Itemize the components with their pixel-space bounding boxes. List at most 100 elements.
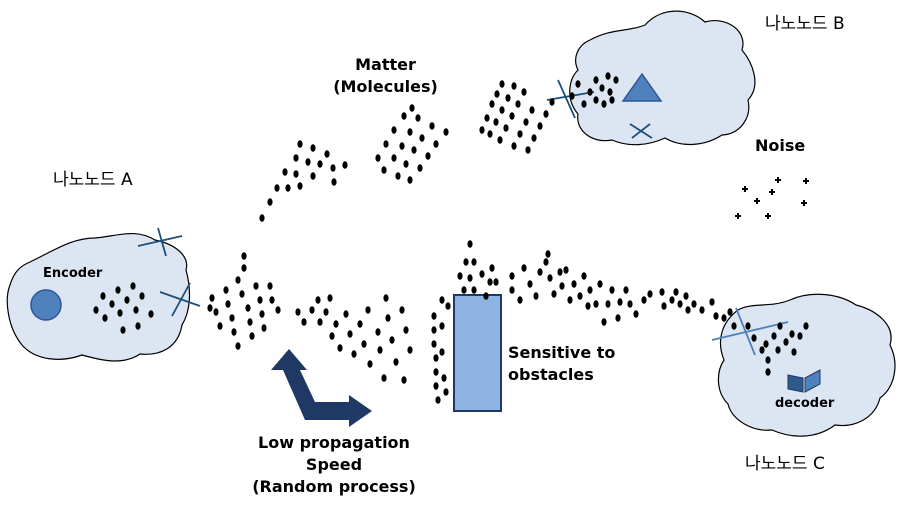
molecule-dot bbox=[487, 130, 493, 138]
molecule-dot bbox=[529, 106, 535, 114]
molecule-dot bbox=[499, 80, 505, 88]
molecule-dot bbox=[517, 130, 523, 138]
molecule-dot bbox=[407, 346, 413, 354]
molecule-dot bbox=[731, 322, 737, 330]
noise-particle bbox=[765, 213, 771, 219]
molecule-dot bbox=[577, 292, 583, 300]
molecule-dot bbox=[605, 72, 611, 80]
molecule-dot bbox=[441, 374, 447, 382]
molecule-dot bbox=[417, 164, 423, 172]
molecule-dot bbox=[479, 270, 485, 278]
matter-label: Matter (Molecules) bbox=[318, 54, 453, 98]
molecule-dot bbox=[461, 286, 467, 294]
molecule-dot bbox=[487, 278, 493, 286]
bent-arrow-icon bbox=[271, 349, 372, 427]
molecule-dot bbox=[249, 332, 255, 340]
molecule-dot bbox=[259, 214, 265, 222]
molecule-dot bbox=[431, 312, 437, 320]
triangle-icon bbox=[621, 72, 663, 102]
nanonode-a-cell bbox=[6, 232, 191, 362]
molecule-dot bbox=[135, 322, 141, 330]
molecule-dot bbox=[229, 314, 235, 322]
molecule-dot bbox=[293, 154, 299, 162]
molecule-dot bbox=[777, 322, 783, 330]
molecule-dot bbox=[789, 330, 795, 338]
molecule-dot bbox=[275, 306, 281, 314]
molecule-dot bbox=[547, 274, 553, 282]
molecule-dot bbox=[419, 134, 425, 142]
molecule-dot bbox=[531, 134, 537, 142]
molecule-dot bbox=[609, 286, 615, 294]
molecule-dot bbox=[399, 306, 405, 314]
molecule-dot bbox=[385, 314, 391, 322]
molecule-dot bbox=[669, 296, 675, 304]
molecule-dot bbox=[587, 286, 593, 294]
molecule-dot bbox=[383, 294, 389, 302]
molecule-dot bbox=[100, 292, 106, 300]
molecule-dot bbox=[471, 258, 477, 266]
molecule-dot bbox=[605, 300, 611, 308]
molecule-dot bbox=[803, 322, 809, 330]
nanonode-b-cell bbox=[569, 10, 756, 146]
molecule-dot bbox=[581, 100, 587, 108]
molecule-dot bbox=[361, 340, 367, 348]
molecule-dot bbox=[691, 300, 697, 308]
molecule-dot bbox=[375, 154, 381, 162]
molecule-dot bbox=[457, 272, 463, 280]
molecule-dot bbox=[323, 308, 329, 316]
molecule-dot bbox=[223, 286, 229, 294]
molecule-dot bbox=[411, 146, 417, 154]
molecule-dot bbox=[433, 140, 439, 148]
molecule-dot bbox=[297, 140, 303, 148]
molecule-dot bbox=[511, 82, 517, 90]
molecule-dot bbox=[593, 76, 599, 84]
molecule-cloud bbox=[93, 72, 809, 404]
molecule-dot bbox=[389, 336, 395, 344]
molecule-dot bbox=[613, 76, 619, 84]
molecule-dot bbox=[439, 348, 445, 356]
molecule-dot bbox=[494, 90, 500, 98]
molecule-dot bbox=[783, 338, 789, 346]
obstacle-block bbox=[453, 294, 502, 412]
noise-particles bbox=[735, 177, 809, 219]
molecule-dot bbox=[217, 322, 223, 330]
molecule-dot bbox=[231, 328, 237, 336]
molecule-dot bbox=[435, 396, 441, 404]
molecule-dot bbox=[647, 290, 653, 298]
molecule-dot bbox=[293, 170, 299, 178]
molecule-dot bbox=[433, 354, 439, 362]
molecule-dot bbox=[445, 302, 451, 310]
molecule-dot bbox=[797, 332, 803, 340]
molecule-dot bbox=[489, 100, 495, 108]
molecule-dot bbox=[431, 326, 437, 334]
molecule-dot bbox=[295, 308, 301, 316]
molecule-dot bbox=[543, 110, 549, 118]
molecule-dot bbox=[317, 160, 323, 168]
molecule-dot bbox=[571, 280, 577, 288]
molecule-dot bbox=[593, 96, 599, 104]
molecule-dot bbox=[342, 161, 348, 169]
molecule-dot bbox=[357, 320, 363, 328]
molecule-dot bbox=[471, 286, 477, 294]
molecule-dot bbox=[493, 278, 499, 286]
molecule-dot bbox=[425, 152, 431, 160]
molecule-dot bbox=[317, 318, 323, 326]
molecule-dot bbox=[659, 288, 665, 296]
molecule-dot bbox=[745, 322, 751, 330]
molecule-dot bbox=[721, 314, 727, 322]
molecule-dot bbox=[241, 264, 247, 272]
molecule-dot bbox=[759, 346, 765, 354]
molecule-dot bbox=[483, 292, 489, 300]
molecule-dot bbox=[623, 286, 629, 294]
molecule-dot bbox=[297, 182, 303, 190]
molecule-dot bbox=[120, 326, 126, 334]
molecule-dot bbox=[133, 306, 139, 314]
molecule-dot bbox=[209, 294, 215, 302]
molecule-dot bbox=[330, 164, 336, 172]
molecule-dot bbox=[375, 328, 381, 336]
decoder-label: decoder bbox=[775, 396, 835, 411]
molecule-dot bbox=[521, 264, 527, 272]
nanonode-a-label: 나노노드 A bbox=[53, 170, 133, 190]
low-propagation-line2: Speed bbox=[305, 455, 363, 474]
